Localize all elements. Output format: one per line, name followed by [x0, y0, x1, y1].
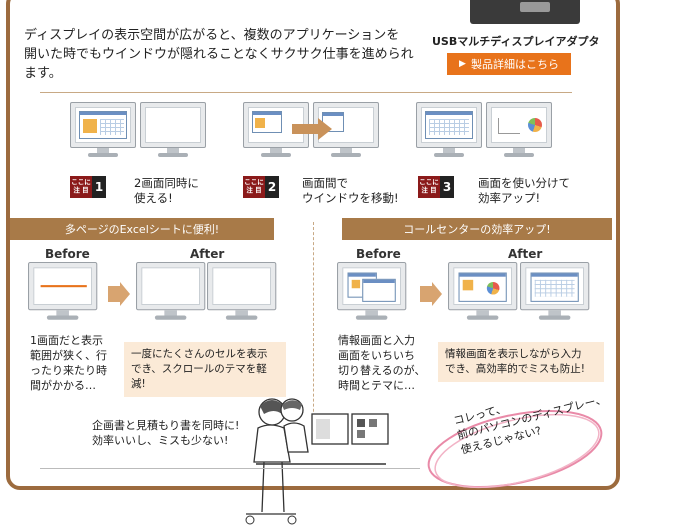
callcenter-after-monitor-1: [448, 262, 518, 321]
monitor-right-3: [486, 102, 552, 158]
callcenter-before-monitor: [337, 262, 407, 321]
speech-ellipse: [427, 410, 603, 489]
point-badge-2: ここに注 目 2: [243, 176, 279, 198]
intro-line-2: 開いた時でもウインドウが隠れることなくサクサク仕事を進められます。: [24, 47, 414, 81]
point-caption-1: 2画面同時に使える!: [134, 176, 199, 205]
excel-after-monitor-2: [207, 262, 277, 321]
monitor-left-1: [70, 102, 136, 158]
divider: [40, 92, 572, 93]
excel-after-note: 一度にたくさんのセルを表示でき、スクロールのテマを軽減!: [124, 342, 286, 397]
section-divider: [313, 222, 314, 442]
bottom-quote: 企画書と見積もり書を同時に!効率いいし、ミスも少ない!: [92, 419, 240, 447]
excel-before-monitor: [28, 262, 98, 321]
callcenter-arrow-icon: [420, 282, 442, 306]
product-detail-button[interactable]: ▶ 製品詳細はこちら: [447, 53, 571, 75]
monitor-right-1: [140, 102, 206, 158]
excel-section-title: 多ページのExcelシートに便利!: [10, 218, 274, 240]
product-detail-label: 製品詳細はこちら: [470, 58, 559, 71]
play-arrow-icon: ▶: [459, 59, 466, 69]
excel-arrow-icon: [108, 282, 130, 306]
point-badge-3: ここに注 目 3: [418, 176, 454, 198]
point-caption-3: 画面を使い分けて効率アップ!: [478, 176, 570, 205]
callcenter-after-monitor-2: [520, 262, 590, 321]
move-arrow-icon: [292, 118, 332, 140]
excel-before-label: Before: [45, 247, 90, 261]
callcenter-after-label: After: [508, 247, 543, 261]
callcenter-section-title: コールセンターの効率アップ!: [342, 218, 612, 240]
excel-after-label: After: [190, 247, 225, 261]
point-badge-1: ここに注 目 1: [70, 176, 106, 198]
callcenter-before-label: Before: [356, 247, 401, 261]
adapter-image: [470, 0, 580, 24]
monitor-left-3: [416, 102, 482, 158]
callcenter-before-text: 情報画面と入力画面をいちいち 切り替えるのが、時間とテマに…: [338, 334, 426, 392]
monitor-left-2: [243, 102, 309, 158]
intro-text: ディスプレイの表示空間が広がると、複数のアプリケーションを 開いた時でもウインド…: [24, 26, 424, 83]
office-worker-illustration: [245, 398, 389, 525]
excel-after-monitor-1: [136, 262, 206, 321]
point-caption-2: 画面間でウインドウを移動!: [302, 176, 399, 205]
desk-line: [40, 468, 420, 469]
intro-line-1: ディスプレイの表示空間が広がると、複数のアプリケーションを: [24, 28, 400, 43]
excel-before-text: 1画面だと表示範囲が狭く、行 ったり来たり時間がかかる…: [30, 334, 107, 392]
callcenter-after-note: 情報画面を表示しながら入力でき、高効率的でミスも防止!: [438, 342, 604, 382]
product-name: USBマルチディスプレイアダプタ: [432, 35, 600, 48]
